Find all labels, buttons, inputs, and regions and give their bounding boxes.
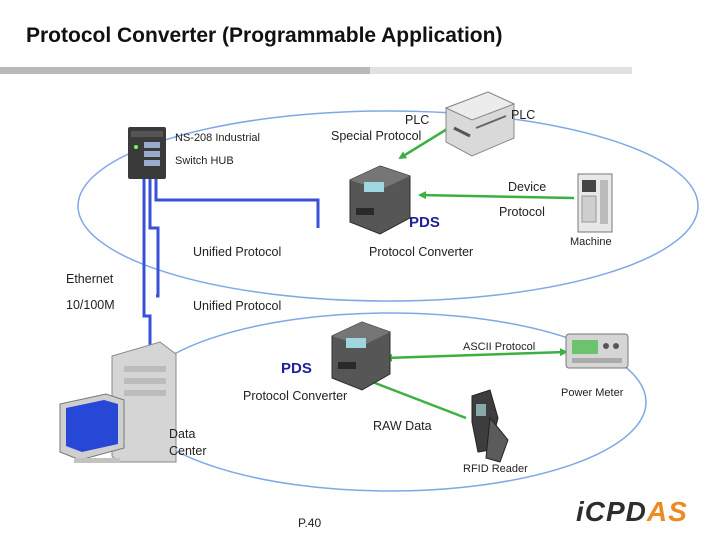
- upper-network-ellipse: [77, 110, 699, 302]
- title-underline-dark: [0, 67, 370, 74]
- raw-data-label: RAW Data: [373, 419, 432, 433]
- ethernet-label-line1: Ethernet: [66, 272, 114, 286]
- unified-protocol-bottom: Unified Protocol: [193, 299, 282, 313]
- protocol-converter-top: Protocol Converter: [369, 245, 474, 259]
- machine-icon: [577, 173, 613, 233]
- machine-label: Machine: [570, 236, 612, 248]
- ascii-protocol-label: ASCII Protocol: [463, 341, 536, 353]
- plc-special-line2: Special Protocol: [331, 129, 422, 143]
- icpdas-logo: iCPDAS: [576, 496, 688, 528]
- server-computer-icon: [59, 341, 177, 463]
- pds-label-top: PDS: [409, 214, 440, 231]
- device-protocol-line2: Protocol: [499, 205, 545, 219]
- power-meter-label: Power Meter: [561, 387, 624, 399]
- power-meter-link-arrow: [384, 348, 568, 362]
- rfid-reader-label: RFID Reader: [463, 463, 528, 475]
- switch-hub-label-line2: Switch HUB: [175, 155, 234, 167]
- plc-label: PLC: [511, 108, 536, 122]
- pds-label-bottom: PDS: [281, 360, 312, 377]
- page-title: Protocol Converter (Programmable Applica…: [26, 24, 503, 47]
- protocol-converter-bottom: Protocol Converter: [243, 389, 348, 403]
- data-center-label-line2: Center: [169, 444, 207, 458]
- ethernet-cable: [142, 162, 320, 355]
- rfid-reader-icon: [471, 389, 509, 463]
- power-meter-icon: [565, 333, 629, 369]
- pds-module-icon-top: [349, 165, 411, 235]
- pds-module-icon-bottom: [331, 321, 391, 391]
- plc-icon: [444, 91, 516, 157]
- machine-link-arrow: [418, 191, 575, 200]
- ethernet-label-line2: 10/100M: [66, 298, 115, 312]
- plc-special-line1: PLC: [405, 113, 430, 127]
- plc-link-arrow: [398, 124, 453, 160]
- logo-text: iCPDAS: [576, 496, 688, 527]
- switch-hub-label-line1: NS-208 Industrial: [175, 132, 260, 144]
- rfid-link-arrow: [360, 376, 467, 420]
- unified-protocol-top: Unified Protocol: [193, 245, 282, 259]
- switch-hub-icon: [128, 127, 166, 179]
- page-number: P.40: [298, 516, 322, 530]
- data-center-label-line1: Data: [169, 427, 196, 441]
- title-underline-light: [370, 67, 632, 74]
- device-protocol-line1: Device: [508, 180, 547, 194]
